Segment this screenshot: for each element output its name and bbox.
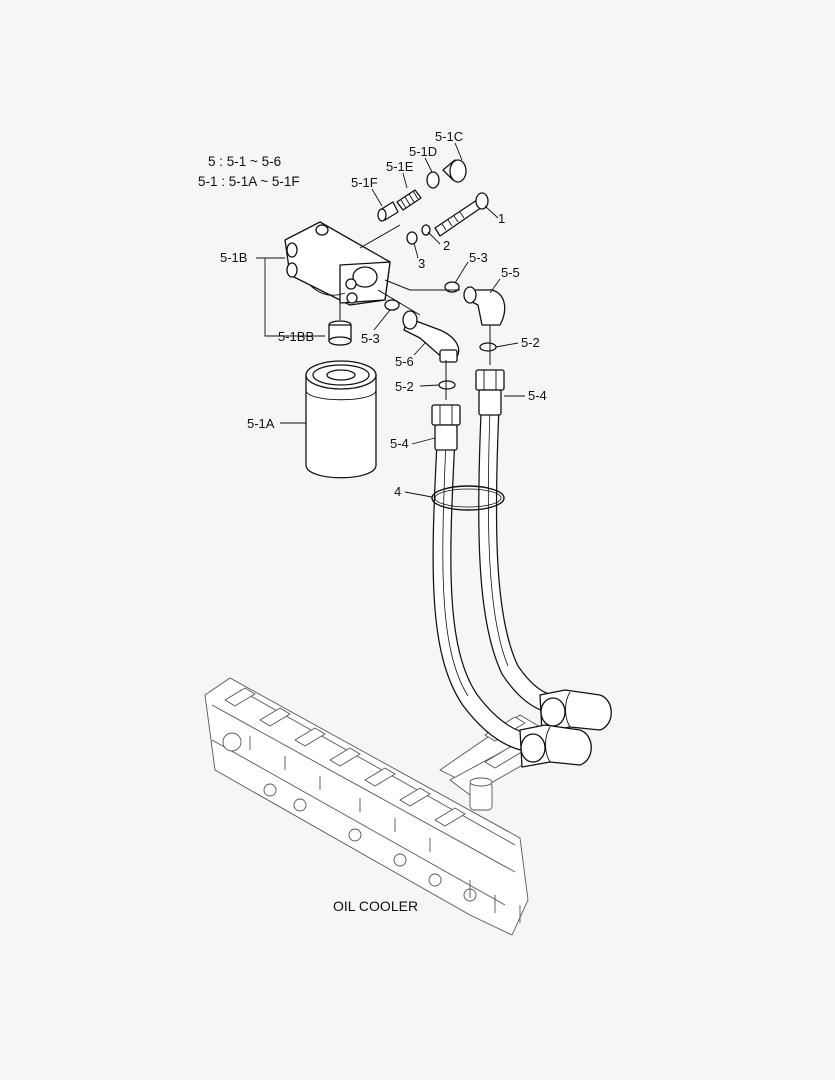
spring	[396, 189, 422, 211]
elbow-5-5	[463, 286, 506, 326]
oil-hoses	[432, 400, 570, 754]
valve	[377, 201, 399, 222]
callout-labels: 5-1C 5-1D 5-1E 5-1F 1 2 3 5-3 5-5 5-1B 5…	[220, 129, 547, 499]
callout-1: 1	[498, 211, 505, 226]
long-bolt	[434, 192, 489, 237]
callout-5-2-right: 5-2	[521, 335, 540, 350]
callout-leaders	[256, 142, 525, 498]
callout-5-1D: 5-1D	[409, 144, 437, 159]
callout-5-3-top: 5-3	[469, 250, 488, 265]
callout-5-1B: 5-1B	[220, 250, 247, 265]
filter-adapter	[328, 320, 352, 346]
callout-5-6: 5-6	[395, 354, 414, 369]
callout-5-1F: 5-1F	[351, 175, 378, 190]
hose-clamp	[431, 485, 505, 511]
plug	[442, 159, 467, 183]
callout-4: 4	[394, 484, 401, 499]
lower-elbow-fittings	[519, 689, 612, 768]
filter-cartridge	[305, 360, 377, 479]
assembly-lines	[339, 224, 491, 400]
hose-end-fitting-left	[431, 404, 461, 451]
callout-5-3-bottom: 5-3	[361, 331, 380, 346]
callout-5-4-right: 5-4	[528, 388, 547, 403]
callout-5-5: 5-5	[501, 265, 520, 280]
callout-2: 2	[443, 238, 450, 253]
legend: 5 : 5-1 ~ 5-6 5-1 : 5-1A ~ 5-1F	[198, 154, 300, 189]
legend-line-1: 5 : 5-1 ~ 5-6	[208, 154, 281, 169]
callout-5-1E: 5-1E	[386, 159, 414, 174]
diagram-caption: OIL COOLER	[333, 898, 418, 914]
legend-line-2: 5-1 : 5-1A ~ 5-1F	[198, 174, 300, 189]
callout-5-1C: 5-1C	[435, 129, 463, 144]
o-rings	[384, 171, 497, 390]
filter-head	[284, 221, 391, 306]
callout-3: 3	[418, 256, 425, 271]
hose-end-fitting-right	[475, 369, 505, 416]
callout-5-1BB: 5-1BB	[278, 329, 314, 344]
callout-5-4-left: 5-4	[390, 436, 409, 451]
callout-5-1A: 5-1A	[247, 416, 275, 431]
elbow-5-6	[402, 310, 460, 363]
callout-5-2-left: 5-2	[395, 379, 414, 394]
